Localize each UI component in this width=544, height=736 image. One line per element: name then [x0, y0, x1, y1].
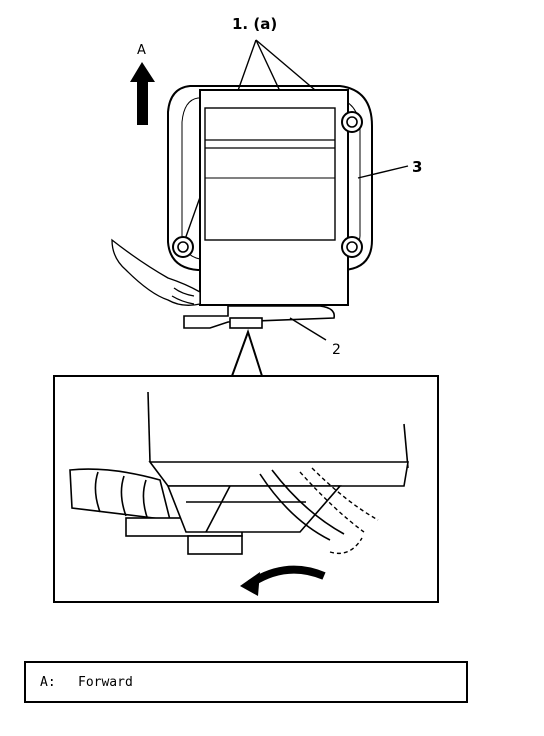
- legend: A: Forward: [24, 661, 468, 703]
- detail-ecm-module: [147, 391, 409, 487]
- bolt-top-right: [341, 111, 363, 133]
- callout-3: 3: [412, 158, 422, 176]
- bolt-bottom-right: [341, 236, 363, 258]
- bolt-bottom-left: [172, 236, 194, 258]
- detail-harness: [69, 468, 172, 521]
- callout-1a: 1. (a): [232, 15, 277, 33]
- rotate-arrow-icon: [240, 565, 326, 596]
- ecm-module: [199, 89, 349, 306]
- legend-text: Forward: [78, 675, 133, 690]
- zoom-pointer: [231, 328, 263, 377]
- detail-lever-dashed: [299, 467, 379, 555]
- callout-3-leader: [357, 165, 409, 179]
- callout-2: 2: [332, 342, 341, 358]
- detail-lock-lever: [259, 469, 345, 541]
- legend-key: A:: [40, 675, 56, 690]
- callout-2-leader: [289, 317, 327, 341]
- direction-label: A: [137, 43, 146, 58]
- connector-part-2: [183, 305, 336, 329]
- hand-illustration: [111, 238, 201, 306]
- forward-arrow: [130, 62, 155, 125]
